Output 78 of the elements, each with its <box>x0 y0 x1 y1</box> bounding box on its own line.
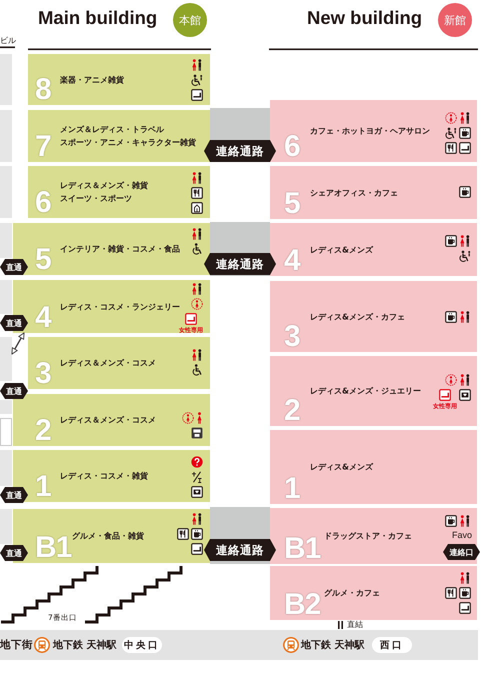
floor-categories: レディス・コスメ・ランジェリー <box>60 301 180 313</box>
floor-categories: レディス＆メンズ・コスメ <box>60 358 156 370</box>
direct-access-sign: 直通 <box>0 383 28 399</box>
floor-panel <box>270 566 477 620</box>
floor-number: 1 <box>35 472 51 502</box>
exit-plate: 中央口 <box>122 637 162 653</box>
floor-number: 7 <box>35 132 51 162</box>
direct-access-sign: 直通 <box>0 315 28 331</box>
passage-connector <box>204 253 276 275</box>
floor-panel <box>28 54 210 105</box>
floor-panel <box>13 223 210 275</box>
passage-connector <box>204 539 276 561</box>
floor-categories: レディス&メンズ・ジュエリー <box>310 386 421 398</box>
floor-number: 2 <box>284 396 300 426</box>
place-name: 地下街 <box>0 638 33 652</box>
connection-sign: 連絡口 <box>443 544 480 560</box>
destination-label: Favo <box>452 530 472 541</box>
station-band <box>0 630 478 660</box>
floor-panel <box>13 394 210 446</box>
floor-panel <box>28 166 210 218</box>
floor-categories: レディス&メンズ <box>310 462 373 474</box>
double-arrow <box>11 332 25 354</box>
floor-number: 5 <box>284 189 300 219</box>
station-name: 地下鉄 天神駅 <box>53 638 116 652</box>
floor-number: B1 <box>35 533 72 563</box>
floor-number: 2 <box>35 416 51 446</box>
floor-categories: レディス＆メンズ・コスメ <box>60 414 156 426</box>
floor-panel <box>28 337 210 389</box>
floor-number: 1 <box>284 474 300 504</box>
direct-connection-label: 直結 <box>347 620 363 630</box>
edge-label: 連絡通路 <box>215 542 265 558</box>
floor-panel <box>270 166 477 219</box>
floor-panel <box>270 430 477 504</box>
floor-categories: シェアオフィス・カフェ <box>310 187 398 199</box>
floor-number: 6 <box>35 188 51 218</box>
direct-access-sign: 直通 <box>0 545 28 561</box>
floor-categories: 楽器・アニメ雑貨 <box>60 74 124 86</box>
floor-categories: インテリア・雑貨・コスメ・食品 <box>60 244 180 256</box>
floor-panel <box>28 110 210 162</box>
floor-categories: グルメ・食品・雑貨 <box>72 530 144 542</box>
direct-access-sign: 直通 <box>0 259 28 275</box>
adjacent-floor-block <box>0 337 12 381</box>
floor-panel <box>270 356 477 426</box>
floor-number: B2 <box>284 590 320 620</box>
floor-categories: レディス・コスメ・雑貨 <box>60 470 148 482</box>
floor-number: 8 <box>35 75 51 105</box>
floor-panel <box>270 281 477 352</box>
floor-panel <box>270 100 477 162</box>
building-badge: 新館 <box>438 3 472 37</box>
floor-categories: レディス&メンズ <box>310 244 373 256</box>
passage-connector <box>204 140 276 162</box>
floor-panel <box>13 450 210 502</box>
station-name: 地下鉄 天神駅 <box>301 638 364 652</box>
floor-categories: カフェ・ホットヨガ・ヘアサロン <box>310 126 430 138</box>
floor-number: B1 <box>284 534 320 564</box>
floor-categories: レディス&メンズ・カフェ <box>310 311 405 323</box>
floor-panel <box>13 280 210 333</box>
floor-categories: ドラッグストア・カフェ <box>324 530 412 542</box>
edge-label: 連絡通路 <box>215 143 265 159</box>
exit-plate: 西口 <box>372 637 412 653</box>
building-badge: 本館 <box>173 3 207 37</box>
floor-number: 6 <box>284 132 300 162</box>
building-heading: New building <box>307 6 422 30</box>
floor-categories: メンズ＆レディス・トラベルスポーツ・アニメ・キャラクター雑貨 <box>60 124 196 149</box>
building-label: ビル <box>0 36 16 46</box>
floor-number: 3 <box>35 359 51 389</box>
floor-number: 3 <box>284 322 300 352</box>
floor-number: 5 <box>35 245 51 275</box>
floor-categories: レディス＆メンズ・雑貨スイーツ・スポーツ <box>60 180 148 205</box>
building-heading: Main building <box>38 6 158 30</box>
edge-label: 連絡通路 <box>215 256 265 272</box>
floor-panel <box>13 509 210 563</box>
floor-number: 4 <box>284 246 300 276</box>
floor-panel <box>270 508 477 564</box>
direct-access-sign: 直通 <box>0 487 28 503</box>
floor-categories: グルメ・カフェ <box>324 588 380 600</box>
floor-panel <box>270 223 477 276</box>
floor-number: 4 <box>35 303 51 333</box>
